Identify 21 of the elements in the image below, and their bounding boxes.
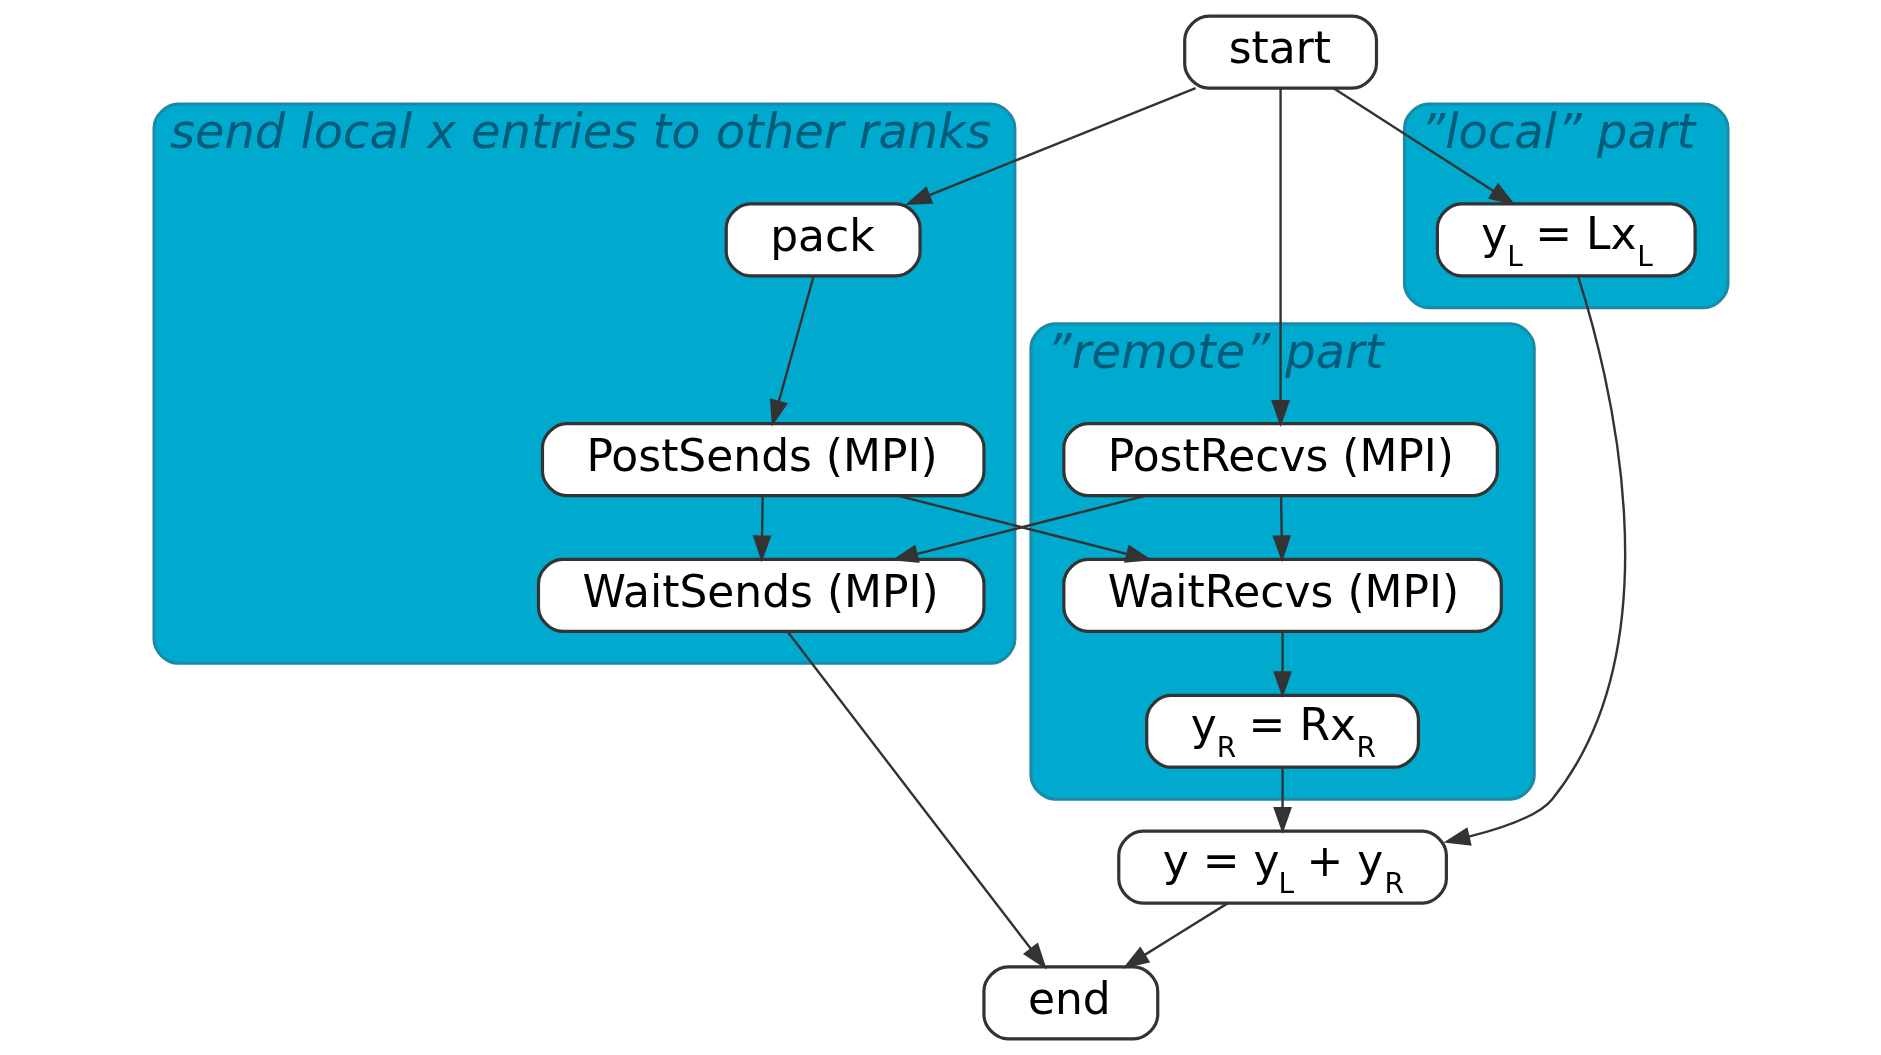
node-box: PostRecvs (MPI) [1061, 422, 1499, 498]
arrow [1271, 496, 1291, 563]
arrow [904, 87, 1196, 205]
node-box: y$_{R}$ = Rx$_{R}$ [1144, 693, 1420, 769]
arrow [752, 496, 771, 563]
node-box: PostSends (MPI) [540, 422, 986, 498]
arrow [769, 276, 815, 427]
arrow [1443, 275, 1626, 846]
node-box: WaitSends (MPI) [536, 557, 986, 633]
arrow [786, 631, 1047, 970]
node-box: end [981, 965, 1159, 1041]
node-box: WaitRecvs (MPI) [1061, 557, 1503, 633]
arrow [1270, 88, 1290, 427]
arrow [1272, 632, 1292, 699]
node-box: pack [724, 202, 922, 278]
arrow [1272, 767, 1292, 834]
arrow [1122, 902, 1228, 969]
node-box: y = y$_{L}$ + y$_{R}$ [1116, 829, 1448, 905]
arrow [1332, 87, 1516, 206]
node-box: start [1182, 14, 1378, 90]
node-box: y$_{L}$ = Lx$_{L}$ [1435, 202, 1697, 278]
